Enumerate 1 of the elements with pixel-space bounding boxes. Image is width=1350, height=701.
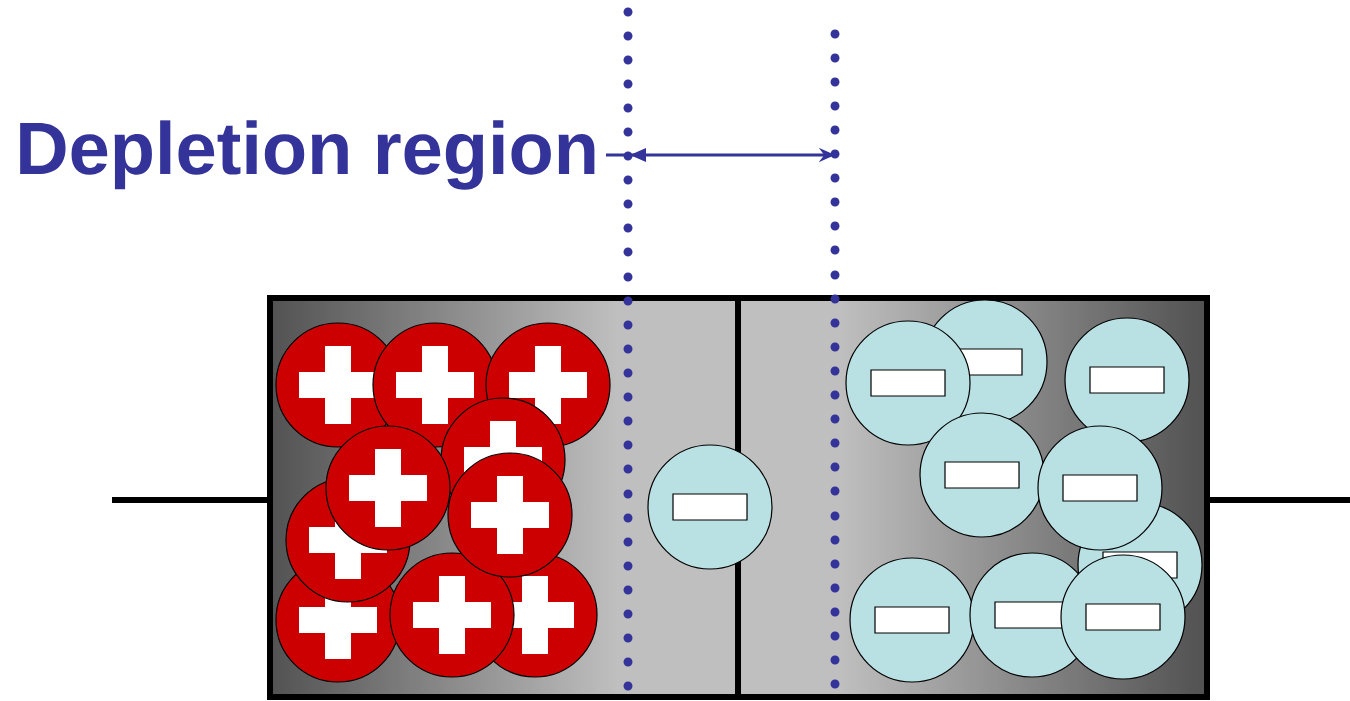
region-label: Depletion region xyxy=(20,120,595,190)
